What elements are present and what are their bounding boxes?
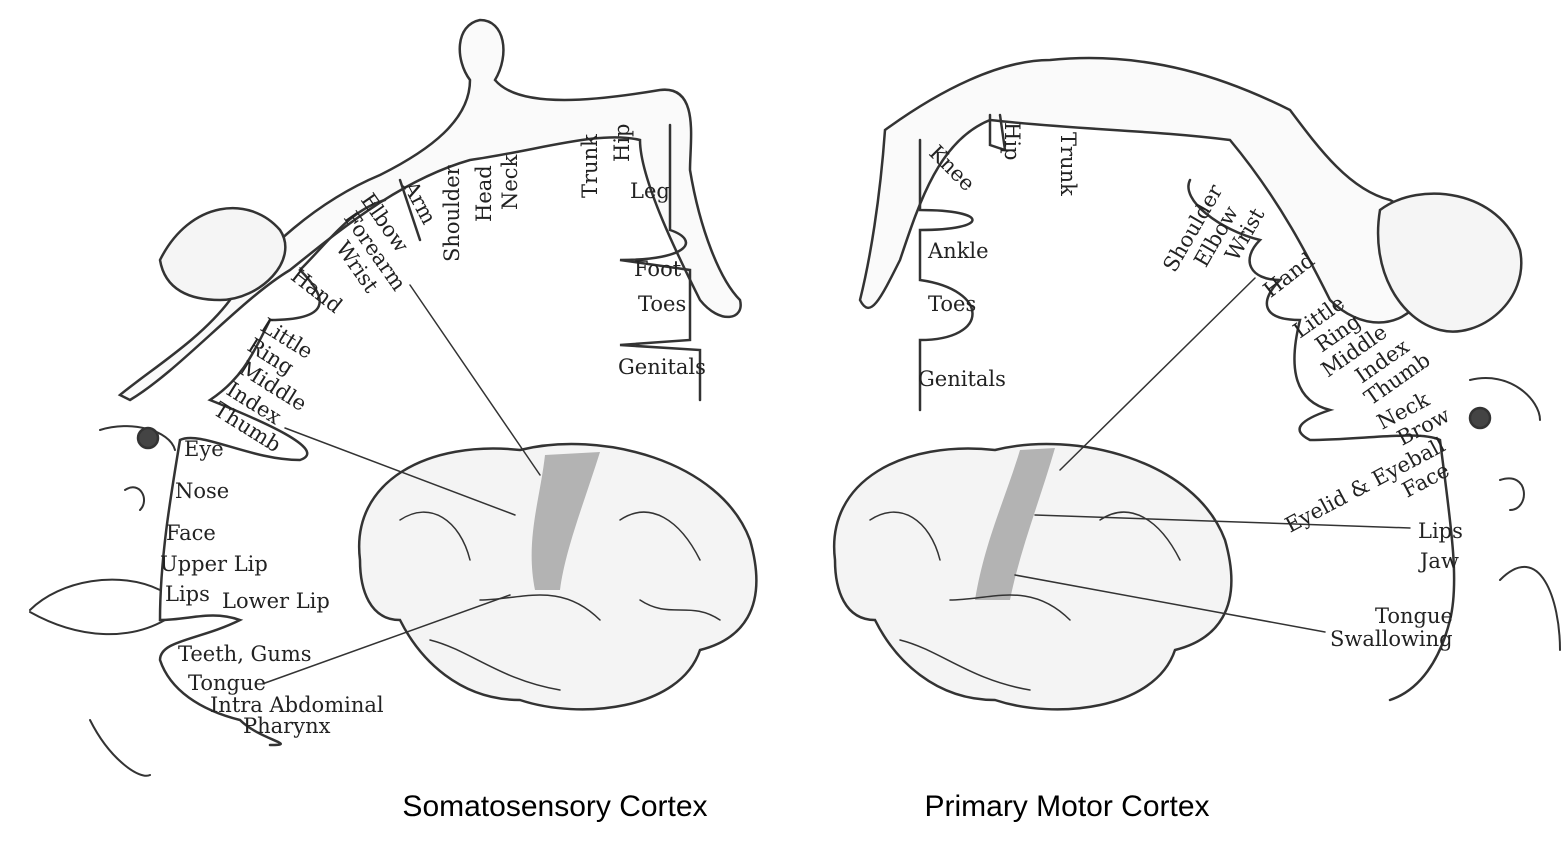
label-eye: Eye bbox=[184, 437, 224, 461]
label-teeth-gums: Teeth, Gums bbox=[178, 642, 312, 666]
label-jaw: Jaw bbox=[1420, 549, 1459, 573]
label-tongue: Tongue bbox=[188, 671, 266, 695]
right-hand-figure bbox=[1376, 192, 1523, 333]
label-intra-abdominal: Intra Abdominal bbox=[210, 693, 384, 717]
right-face-figure bbox=[1469, 377, 1561, 651]
label-tongue: Tongue bbox=[1375, 604, 1453, 628]
label-ankle: Ankle bbox=[928, 239, 989, 263]
right-brain bbox=[832, 442, 1233, 711]
leader-lines bbox=[264, 277, 1411, 684]
right-eye-figure bbox=[1468, 406, 1492, 430]
left-cortex-highlight bbox=[531, 452, 600, 590]
label-lower-lip: Lower Lip bbox=[222, 589, 330, 613]
label-toes: Toes bbox=[928, 292, 977, 316]
label-hip: Hip bbox=[610, 123, 634, 162]
label-lips: Lips bbox=[165, 582, 210, 606]
label-genitals: Genitals bbox=[918, 367, 1006, 391]
motor-caption: Primary Motor Cortex bbox=[924, 790, 1210, 823]
label-neck: Neck bbox=[498, 154, 522, 210]
right-cortex-highlight bbox=[975, 448, 1055, 600]
label-pharynx: Pharynx bbox=[243, 714, 331, 738]
left-body-figure bbox=[117, 18, 742, 402]
label-swallowing: Swallowing bbox=[1330, 627, 1453, 651]
label-foot: Foot bbox=[634, 257, 682, 281]
right-cortex-outline bbox=[918, 113, 1456, 702]
label-nose: Nose bbox=[175, 479, 230, 503]
label-head: Head bbox=[472, 165, 496, 222]
label-hip: Hip bbox=[1000, 122, 1024, 161]
label-trunk: Trunk bbox=[1056, 132, 1080, 196]
left-hand-figure bbox=[158, 206, 287, 302]
left-cortex-outline bbox=[158, 123, 702, 747]
label-leg: Leg bbox=[630, 179, 670, 203]
right-brain-folds bbox=[869, 511, 1181, 691]
left-face-figure bbox=[29, 425, 176, 777]
label-face: Face bbox=[166, 521, 216, 545]
label-toes: Toes bbox=[638, 292, 687, 316]
left-eye-figure bbox=[136, 426, 160, 450]
label-trunk: Trunk bbox=[578, 134, 602, 198]
label-shoulder: Shoulder bbox=[440, 165, 464, 262]
left-brain-folds bbox=[399, 511, 721, 691]
label-lips: Lips bbox=[1418, 519, 1463, 543]
label-upper-lip: Upper Lip bbox=[160, 552, 268, 576]
somatosensory-caption: Somatosensory Cortex bbox=[402, 790, 708, 823]
label-genitals: Genitals bbox=[618, 355, 706, 379]
right-body-figure bbox=[858, 56, 1432, 324]
